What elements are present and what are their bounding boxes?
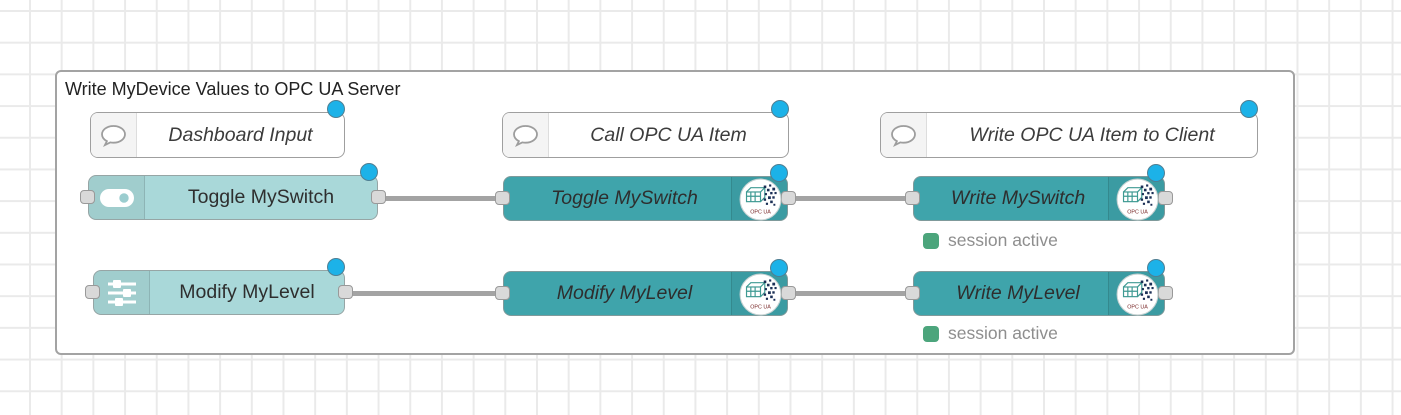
sliders-icon: [94, 271, 150, 314]
status-green-square: [923, 325, 939, 342]
node-label: Toggle MySwitch: [187, 186, 335, 208]
input-port[interactable]: [495, 286, 510, 300]
node-toggle-myswitch-opcua-call[interactable]: Toggle MySwitch OPC UA: [495, 164, 796, 221]
comment-node-call-opcua-item[interactable]: Call OPC UA Item: [502, 100, 789, 158]
output-port[interactable]: [338, 285, 353, 299]
node-toggle-myswitch-dashboard[interactable]: Toggle MySwitch: [80, 163, 386, 220]
comment-node-write-opcua-item[interactable]: Write OPC UA Item to Client: [880, 100, 1258, 158]
node-label: Modify MyLevel: [179, 281, 315, 303]
opcua-logo-icon: OPC UA: [1116, 273, 1159, 316]
comment-label: Dashboard Input: [168, 123, 313, 146]
group-title: Write MyDevice Values to OPC UA Server: [65, 79, 401, 99]
input-port[interactable]: [80, 190, 95, 204]
node-modify-mylevel-opcua-call[interactable]: Modify MyLevel OPC UA: [495, 259, 796, 316]
status-green-square: [923, 232, 939, 249]
input-port[interactable]: [85, 285, 100, 299]
changed-indicator: [1240, 100, 1258, 118]
input-port[interactable]: [495, 191, 510, 205]
status-text: session active: [948, 323, 1058, 343]
node-label: Toggle MySwitch: [551, 187, 698, 209]
svg-text:OPC UA: OPC UA: [1127, 209, 1148, 215]
node-label: Write MyLevel: [956, 282, 1080, 304]
node-write-mylevel-opcua[interactable]: Write MyLevel OPC UA: [905, 259, 1173, 316]
changed-indicator: [327, 258, 345, 276]
svg-text:OPC UA: OPC UA: [750, 209, 771, 215]
node-label: Write MySwitch: [950, 187, 1086, 209]
changed-indicator: [360, 163, 378, 181]
opcua-logo-icon: OPC UA: [739, 178, 782, 221]
input-port[interactable]: [905, 191, 920, 205]
toggle-switch-icon: [89, 176, 145, 219]
changed-indicator: [771, 100, 789, 118]
output-port[interactable]: [1158, 191, 1173, 205]
speech-bubble-icon: [91, 113, 137, 157]
node-status: session active: [923, 230, 1058, 251]
svg-text:OPC UA: OPC UA: [1127, 304, 1148, 310]
wire[interactable]: [784, 196, 910, 201]
node-write-myswitch-opcua[interactable]: Write MySwitch OPC UA: [905, 164, 1173, 221]
comment-label: Write OPC UA Item to Client: [969, 123, 1215, 146]
changed-indicator: [770, 259, 788, 277]
node-modify-mylevel-dashboard[interactable]: Modify MyLevel: [85, 258, 353, 315]
node-status: session active: [923, 323, 1058, 344]
opcua-logo-icon: OPC UA: [739, 273, 782, 316]
wire[interactable]: [374, 196, 506, 201]
wire[interactable]: [784, 291, 910, 296]
speech-bubble-icon: [881, 113, 927, 157]
output-port[interactable]: [371, 190, 386, 204]
opcua-logo-icon: OPC UA: [1116, 178, 1159, 221]
node-label: Modify MyLevel: [556, 282, 693, 304]
svg-text:OPC UA: OPC UA: [750, 304, 771, 310]
output-port[interactable]: [1158, 286, 1173, 300]
comment-label: Call OPC UA Item: [590, 123, 747, 146]
input-port[interactable]: [905, 286, 920, 300]
speech-bubble-icon: [503, 113, 549, 157]
output-port[interactable]: [781, 286, 796, 300]
changed-indicator: [1147, 259, 1165, 277]
output-port[interactable]: [781, 191, 796, 205]
status-text: session active: [948, 230, 1058, 250]
comment-node-dashboard-input[interactable]: Dashboard Input: [90, 100, 345, 158]
wire[interactable]: [341, 291, 508, 296]
changed-indicator: [327, 100, 345, 118]
changed-indicator: [770, 164, 788, 182]
changed-indicator: [1147, 164, 1165, 182]
